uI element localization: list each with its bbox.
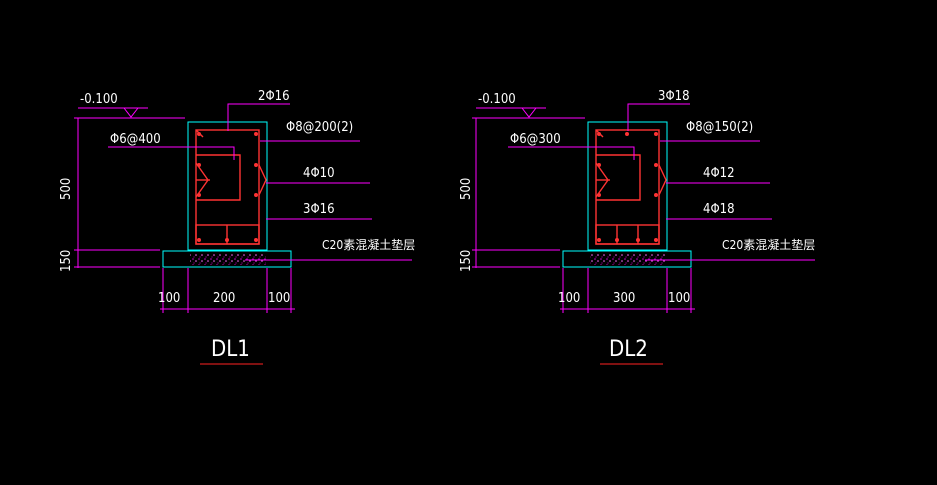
dl2-height-dimension	[472, 117, 585, 268]
dl2-cushion-label: C20素混凝土垫层	[722, 237, 815, 252]
dl2-rebar-cage	[595, 129, 667, 245]
dl2-cushion-hatch	[590, 254, 666, 265]
dl1-cushion-label: C20素混凝土垫层	[322, 237, 415, 252]
dl1-side-stirrup-label: Φ6@400	[110, 132, 161, 147]
section-detail-dl1: 500 150 -0.100	[59, 89, 415, 365]
dl2-side-bar-label: 4Φ12	[703, 166, 735, 181]
dl2-stirrup-label: Φ8@150(2)	[686, 120, 753, 135]
dl2-rebar-dots	[597, 132, 658, 242]
dl1-stirrup-label: Φ8@200(2)	[286, 120, 353, 135]
dl2-level-text: -0.100	[478, 92, 516, 107]
dl2-side-stirrup-label: Φ6@300	[510, 132, 561, 147]
dl2-cushion-dim-text: 150	[459, 250, 474, 272]
dl2-bottom-bar-label: 4Φ18	[703, 202, 735, 217]
dl2-dim-mid: 300	[613, 291, 635, 306]
dl1-cushion-outline	[162, 250, 292, 268]
dl1-level-text: -0.100	[80, 92, 118, 107]
dl1-bottom-bar-label: 3Φ16	[303, 202, 335, 217]
dl1-rebar-cage	[195, 129, 267, 245]
dl1-height-dimension	[74, 117, 185, 268]
dl1-width-dimension	[160, 268, 295, 313]
dl1-rebar-dots	[197, 132, 258, 242]
dl1-dim-right: 100	[268, 291, 290, 306]
dl1-cushion-hatch	[190, 254, 266, 265]
dl2-dim-left: 100	[558, 291, 580, 306]
dl2-top-bar-label: 3Φ18	[658, 89, 690, 104]
dl1-height-dim-text: 500	[59, 178, 74, 200]
dl1-dim-left: 100	[158, 291, 180, 306]
dl2-cushion-outline	[562, 250, 692, 268]
dl2-width-dimension	[560, 268, 695, 313]
dl2-dim-right: 100	[668, 291, 690, 306]
dl1-title: DL1	[211, 337, 250, 362]
dl2-leaders	[508, 103, 815, 261]
dl1-top-bar-label: 2Φ16	[258, 89, 290, 104]
dl2-title: DL2	[609, 337, 648, 362]
dl2-height-dim-text: 500	[459, 178, 474, 200]
dl1-dim-mid: 200	[213, 291, 235, 306]
section-detail-dl2: 500 150 -0.100	[459, 89, 815, 365]
dl1-level-marker	[78, 107, 148, 118]
dl2-level-marker	[476, 107, 546, 118]
dl1-leaders	[108, 103, 412, 261]
dl1-side-bar-label: 4Φ10	[303, 166, 335, 181]
dl1-cushion-dim-text: 150	[59, 250, 74, 272]
